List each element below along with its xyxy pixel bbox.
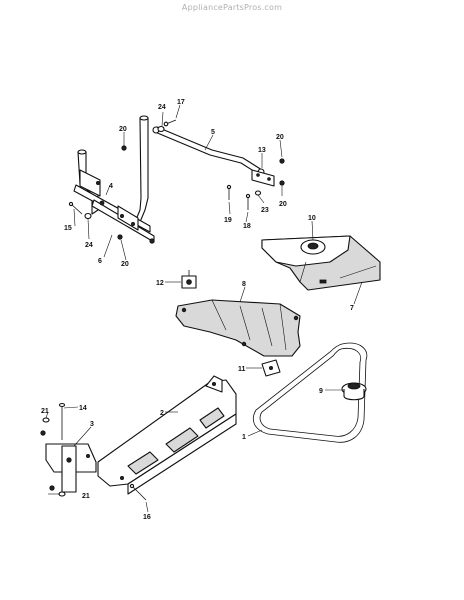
part-1-drive-belt[interactable] bbox=[252, 342, 368, 443]
callout-14: 14 bbox=[79, 405, 87, 412]
callout-8: 8 bbox=[242, 281, 246, 288]
callout-6: 6 bbox=[98, 258, 102, 265]
part-12-clip[interactable] bbox=[181, 270, 197, 289]
part-2-main-frame[interactable] bbox=[97, 375, 237, 495]
callout-24: 24 bbox=[85, 242, 93, 249]
callout-9: 9 bbox=[319, 388, 323, 395]
callout-5: 5 bbox=[211, 129, 215, 136]
callout-12: 12 bbox=[156, 280, 164, 287]
callout-20: 20 bbox=[119, 126, 127, 133]
callout-10: 10 bbox=[308, 215, 316, 222]
callout-24: 24 bbox=[158, 104, 166, 111]
callout-3: 3 bbox=[90, 421, 94, 428]
part-6-handle-frame[interactable] bbox=[73, 115, 155, 244]
callout-7: 7 bbox=[350, 305, 354, 312]
hardware-bolts-nuts[interactable] bbox=[68, 119, 285, 240]
callout-labels: 17 24 20 5 20 13 4 20 23 19 18 15 10 24 … bbox=[41, 99, 354, 521]
callout-20: 20 bbox=[276, 134, 284, 141]
callout-16: 16 bbox=[143, 514, 151, 521]
callout-19: 19 bbox=[224, 217, 232, 224]
callout-11: 11 bbox=[238, 366, 246, 373]
part-11-bracket[interactable] bbox=[261, 359, 281, 377]
part-3-mount-bracket[interactable] bbox=[45, 443, 97, 493]
part-13-bracket[interactable] bbox=[251, 169, 275, 187]
callout-15: 15 bbox=[64, 225, 72, 232]
callout-13: 13 bbox=[258, 147, 266, 154]
callout-2: 2 bbox=[160, 410, 164, 417]
callout-21: 21 bbox=[82, 493, 90, 500]
callout-20: 20 bbox=[279, 201, 287, 208]
part-10-pulley-cap[interactable] bbox=[300, 239, 326, 255]
callout-20: 20 bbox=[121, 261, 129, 268]
callout-17: 17 bbox=[177, 99, 185, 106]
callout-4: 4 bbox=[109, 183, 113, 190]
callout-21: 21 bbox=[41, 408, 49, 415]
part-5-link-rod[interactable] bbox=[152, 126, 265, 176]
part-9-pulley[interactable] bbox=[341, 382, 367, 401]
hardware-lower-bolts[interactable] bbox=[40, 402, 147, 501]
leader-lines bbox=[45, 104, 363, 513]
part-8-belt-guard[interactable] bbox=[175, 299, 301, 357]
watermark-text: AppliancePartsPros.com bbox=[181, 3, 283, 12]
callout-18: 18 bbox=[243, 223, 251, 230]
callout-23: 23 bbox=[261, 207, 269, 214]
callout-1: 1 bbox=[242, 434, 246, 441]
